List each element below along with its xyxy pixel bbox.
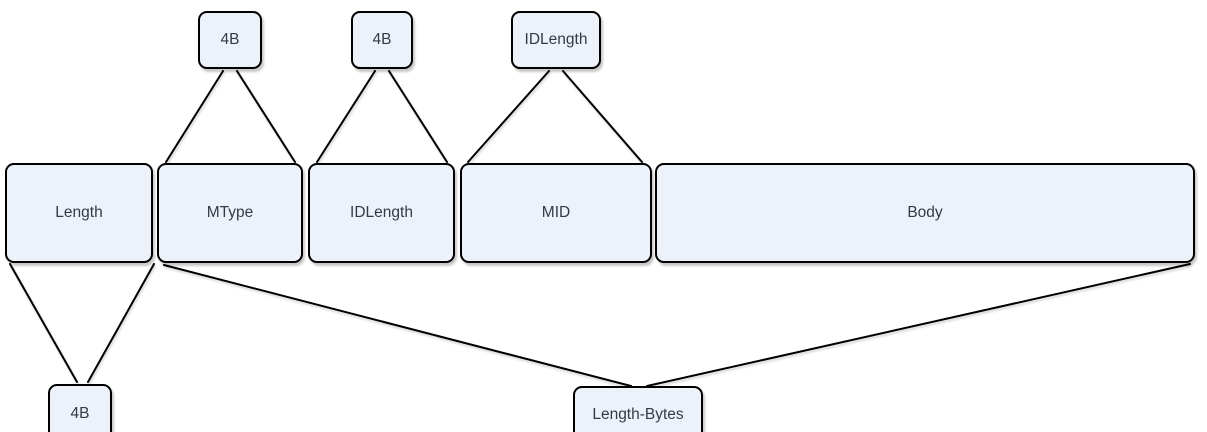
field-label-mid: MID	[541, 204, 571, 221]
size-label-length-4b: 4B	[70, 405, 90, 422]
field-box-body: Body	[655, 163, 1195, 263]
connector-length-to-4b-left	[9, 263, 78, 383]
size-box-length-4b: 4B	[48, 384, 112, 432]
field-box-mtype: MType	[157, 163, 303, 263]
connector-idlength-to-mid-left	[467, 70, 550, 163]
field-box-length: Length	[5, 163, 153, 263]
field-label-idlength: IDLength	[350, 204, 413, 221]
size-label-mid-idlength: IDLength	[524, 31, 588, 48]
connector-4b-to-mtype-left	[165, 70, 224, 163]
size-box-mid-idlength: IDLength	[511, 11, 601, 69]
field-label-mtype: MType	[206, 204, 254, 221]
size-label-idlength-4b: 4B	[372, 31, 392, 48]
connector-4b-to-mtype-right	[236, 70, 296, 163]
size-label-length-bytes: Length-Bytes	[592, 406, 684, 423]
field-box-idlength: IDLength	[308, 163, 455, 263]
size-label-mtype-4b: 4B	[220, 31, 240, 48]
field-label-body: Body	[907, 204, 943, 221]
size-box-length-bytes: Length-Bytes	[573, 386, 703, 432]
size-box-mtype-4b: 4B	[198, 11, 262, 69]
field-label-length: Length	[55, 204, 103, 221]
connector-mtype-to-lengthbytes	[163, 264, 632, 387]
connector-4b-to-idlength-left	[316, 70, 376, 163]
size-box-idlength-4b: 4B	[351, 11, 413, 69]
connector-body-to-lengthbytes	[646, 263, 1191, 387]
connector-idlength-to-mid-right	[562, 70, 643, 163]
connector-length-to-4b-right	[87, 263, 155, 383]
field-box-mid: MID	[460, 163, 652, 263]
connector-4b-to-idlength-right	[388, 70, 448, 163]
